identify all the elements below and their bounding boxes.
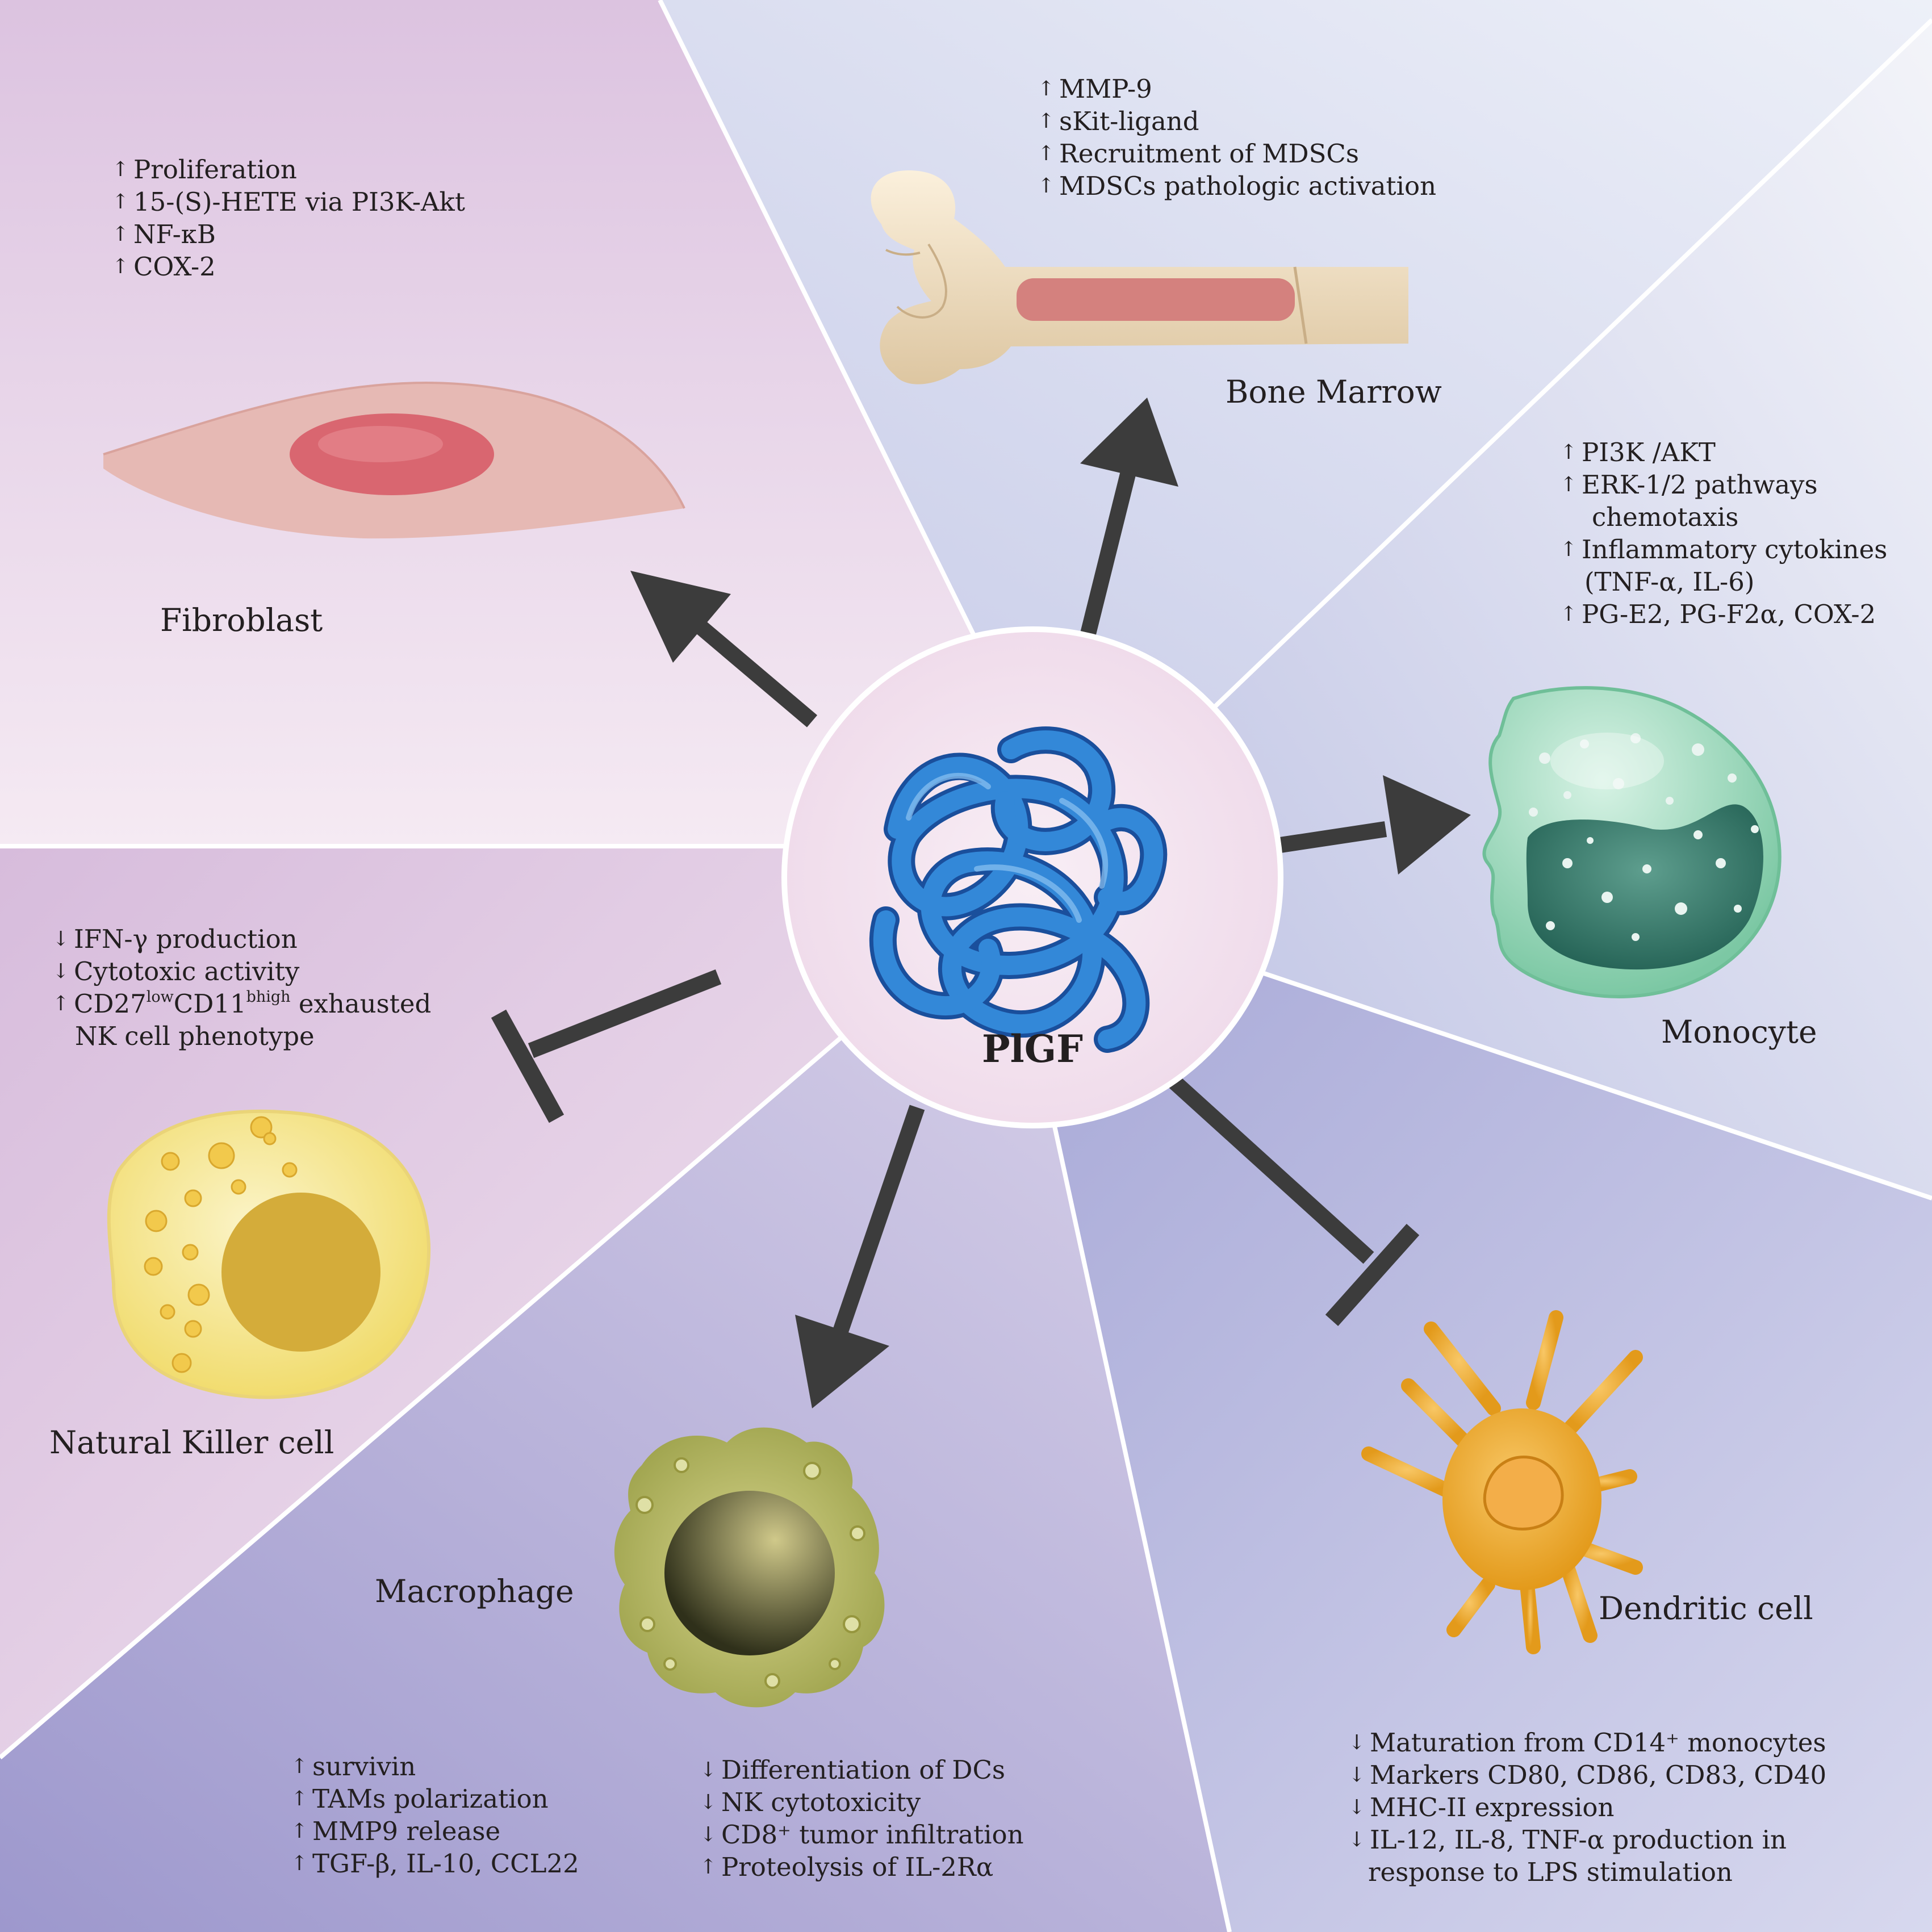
macrophage-label: Macrophage — [375, 1573, 574, 1609]
list-item: ↑TAMs polarization — [291, 1784, 549, 1814]
divider-line — [0, 1028, 851, 1760]
up-arrow-icon: ↑ — [1560, 603, 1578, 626]
macrophage-panel — [0, 1031, 1230, 1932]
nk-cell-icon — [107, 1109, 431, 1399]
up-arrow-icon: ↑ — [1560, 538, 1578, 561]
up-arrow-icon: ↑ — [112, 255, 129, 278]
up-arrow-icon: ↑ — [112, 223, 129, 246]
up-arrow-icon: ↑ — [1038, 110, 1055, 133]
list-item: ↓Cytotoxic activity — [52, 956, 300, 986]
divider-line — [1043, 1081, 1232, 1932]
list-item: ↑survivin — [291, 1751, 416, 1782]
up-arrow-icon: ↑ — [1038, 77, 1055, 101]
down-arrow-icon: ↓ — [700, 1758, 717, 1782]
dendritic-cell-icon — [1361, 1310, 1643, 1654]
list-item: ↓IL-12, IL-8, TNF-α production in — [1348, 1825, 1787, 1855]
up-arrow-icon: ↑ — [291, 1755, 308, 1778]
divider-line — [658, 0, 1002, 688]
list-item: ↑COX-2 — [112, 252, 216, 282]
bone-marrow-label: Bone Marrow — [1226, 374, 1442, 410]
macrophage-effects-list-left: ↑survivin ↑TAMs polarization ↑MMP9 relea… — [290, 1750, 579, 1880]
fibroblast-cell-icon — [103, 382, 685, 539]
nk-phenotype-text: CD27lowCD11bhigh exhausted — [74, 988, 432, 1019]
plgf-protein-icon — [869, 726, 1168, 1053]
list-item: ↑MMP-9 — [1038, 74, 1152, 104]
nk-panel — [0, 846, 849, 1758]
up-arrow-icon: ↑ — [291, 1852, 308, 1875]
up-arrow-icon: ↑ — [1560, 473, 1578, 496]
bone-icon — [871, 170, 1408, 384]
list-item: ↓NK cytotoxicity — [700, 1787, 921, 1817]
list-item: ↑15-(S)-HETE via PI3K-Akt — [112, 187, 465, 217]
list-item: ↑sKit-ligand — [1038, 106, 1199, 136]
macrophage-cell-icon — [614, 1427, 885, 1708]
down-arrow-icon: ↓ — [1348, 1763, 1366, 1787]
down-arrow-icon: ↓ — [52, 927, 70, 951]
down-arrow-icon: ↓ — [52, 960, 70, 983]
list-item: ↑Proliferation — [112, 154, 297, 185]
list-item: ↑CD27lowCD11bhigh exhausted — [51, 988, 431, 1020]
list-item: ↑MDSCs pathologic activation — [1038, 171, 1437, 201]
list-item: ↓Differentiation of DCs — [700, 1755, 1006, 1785]
list-item: (TNF-α, IL-6) — [1584, 567, 1755, 597]
inhibition-to-nk-cell — [491, 969, 722, 1123]
monocyte-effects-list: ↑PI3K /AKT ↑ERK-1/2 pathways chemotaxis … — [1559, 436, 1887, 630]
list-item: ↓Markers CD80, CD86, CD83, CD40 — [1348, 1760, 1827, 1790]
list-item: ↑ERK-1/2 pathways — [1560, 470, 1818, 500]
up-arrow-icon: ↑ — [1038, 174, 1055, 198]
down-arrow-icon: ↓ — [1348, 1731, 1366, 1754]
bone-marrow-effects-list: ↑MMP-9 ↑sKit-ligand ↑Recruitment of MDSC… — [1036, 73, 1436, 202]
list-item: ↑NF-κB — [112, 219, 216, 249]
list-item: ↓CD8⁺ tumor infiltration — [700, 1820, 1024, 1850]
list-item: ↑PI3K /AKT — [1560, 437, 1716, 467]
down-arrow-icon: ↓ — [1348, 1828, 1366, 1851]
list-item: ↑TGF-β, IL-10, CCL22 — [291, 1849, 579, 1879]
up-arrow-icon: ↑ — [291, 1820, 308, 1843]
pathway-connectors — [491, 398, 1471, 1408]
up-arrow-icon: ↑ — [1560, 441, 1578, 464]
arrow-to-macrophage — [795, 1105, 925, 1408]
divider-line — [1165, 18, 1932, 754]
fibroblast-effects-list: ↑Proliferation ↑15-(S)-HETE via PI3K-Akt… — [111, 153, 465, 283]
up-arrow-icon: ↑ — [52, 992, 70, 1015]
list-item: ↑Recruitment of MDSCs — [1038, 139, 1359, 169]
fibroblast-label: Fibroblast — [160, 602, 323, 638]
nk-cell-label: Natural Killer cell — [49, 1424, 334, 1461]
list-item: ↑MMP9 release — [291, 1816, 501, 1846]
list-item: ↑Proteolysis of IL-2Rα — [700, 1852, 994, 1882]
bone-marrow-panel — [660, 0, 1932, 752]
down-arrow-icon: ↓ — [700, 1823, 717, 1846]
list-item: chemotaxis — [1592, 502, 1739, 532]
arrow-to-fibroblast — [630, 571, 818, 727]
monocyte-cell-icon — [1482, 686, 1782, 998]
nk-effects-list: ↓IFN-γ production ↓Cytotoxic activity ↑C… — [51, 923, 431, 1052]
up-arrow-icon: ↑ — [112, 158, 129, 181]
list-item: ↓MHC-II expression — [1348, 1792, 1615, 1822]
down-arrow-icon: ↓ — [1348, 1796, 1366, 1819]
list-item: ↓Maturation from CD14⁺ monocytes — [1348, 1728, 1826, 1758]
up-arrow-icon: ↑ — [1038, 142, 1055, 165]
up-arrow-icon: ↑ — [291, 1787, 308, 1810]
center-label: PlGF — [982, 1027, 1083, 1071]
list-item: ↑Inflammatory cytokines — [1560, 534, 1888, 564]
list-item: NK cell phenotype — [75, 1021, 315, 1051]
center-node — [781, 626, 1283, 1128]
divider-line — [1197, 949, 1932, 1201]
dendritic-cell-label: Dendritic cell — [1599, 1590, 1813, 1626]
list-item: response to LPS stimulation — [1368, 1857, 1733, 1887]
dendritic-effects-list: ↓Maturation from CD14⁺ monocytes ↓Marker… — [1347, 1726, 1826, 1888]
inhibition-to-dendritic-cell — [1164, 1072, 1420, 1326]
up-arrow-icon: ↑ — [112, 190, 129, 214]
list-item: ↑PG-E2, PG-F2α, COX-2 — [1560, 599, 1876, 629]
macrophage-effects-list-right: ↓Differentiation of DCs ↓NK cytotoxicity… — [699, 1754, 1024, 1883]
list-item: ↓IFN-γ production — [52, 924, 298, 954]
up-arrow-icon: ↑ — [700, 1855, 717, 1879]
arrow-to-bone-marrow — [1074, 398, 1178, 661]
monocyte-label: Monocyte — [1661, 1014, 1817, 1050]
down-arrow-icon: ↓ — [700, 1791, 717, 1814]
